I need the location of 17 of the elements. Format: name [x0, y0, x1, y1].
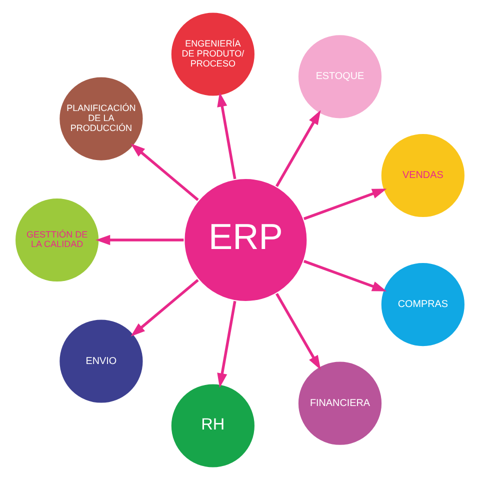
arrow: [130, 279, 199, 337]
node-circle: FINANCIERA: [296, 360, 384, 447]
node-circle: RH: [170, 382, 256, 470]
node-circle: ESTOQUE: [296, 33, 384, 120]
arrow: [96, 234, 184, 246]
node-circle: VENDAS: [380, 132, 466, 219]
node-circle: GESTTIÓN DE LA CALIDAD: [14, 196, 100, 284]
arrow: [217, 300, 236, 388]
arrow: [304, 260, 387, 292]
node-circle: ERP: [182, 177, 308, 303]
arrow: [130, 143, 199, 201]
node-circle: COMPRAS: [380, 261, 466, 348]
arrow: [276, 110, 321, 187]
arrow: [276, 293, 321, 370]
arrow: [217, 92, 236, 180]
node-circle: ENGENIERÍA DE PRODUTO/ PROCESO: [170, 10, 256, 98]
arrow: [304, 188, 387, 220]
